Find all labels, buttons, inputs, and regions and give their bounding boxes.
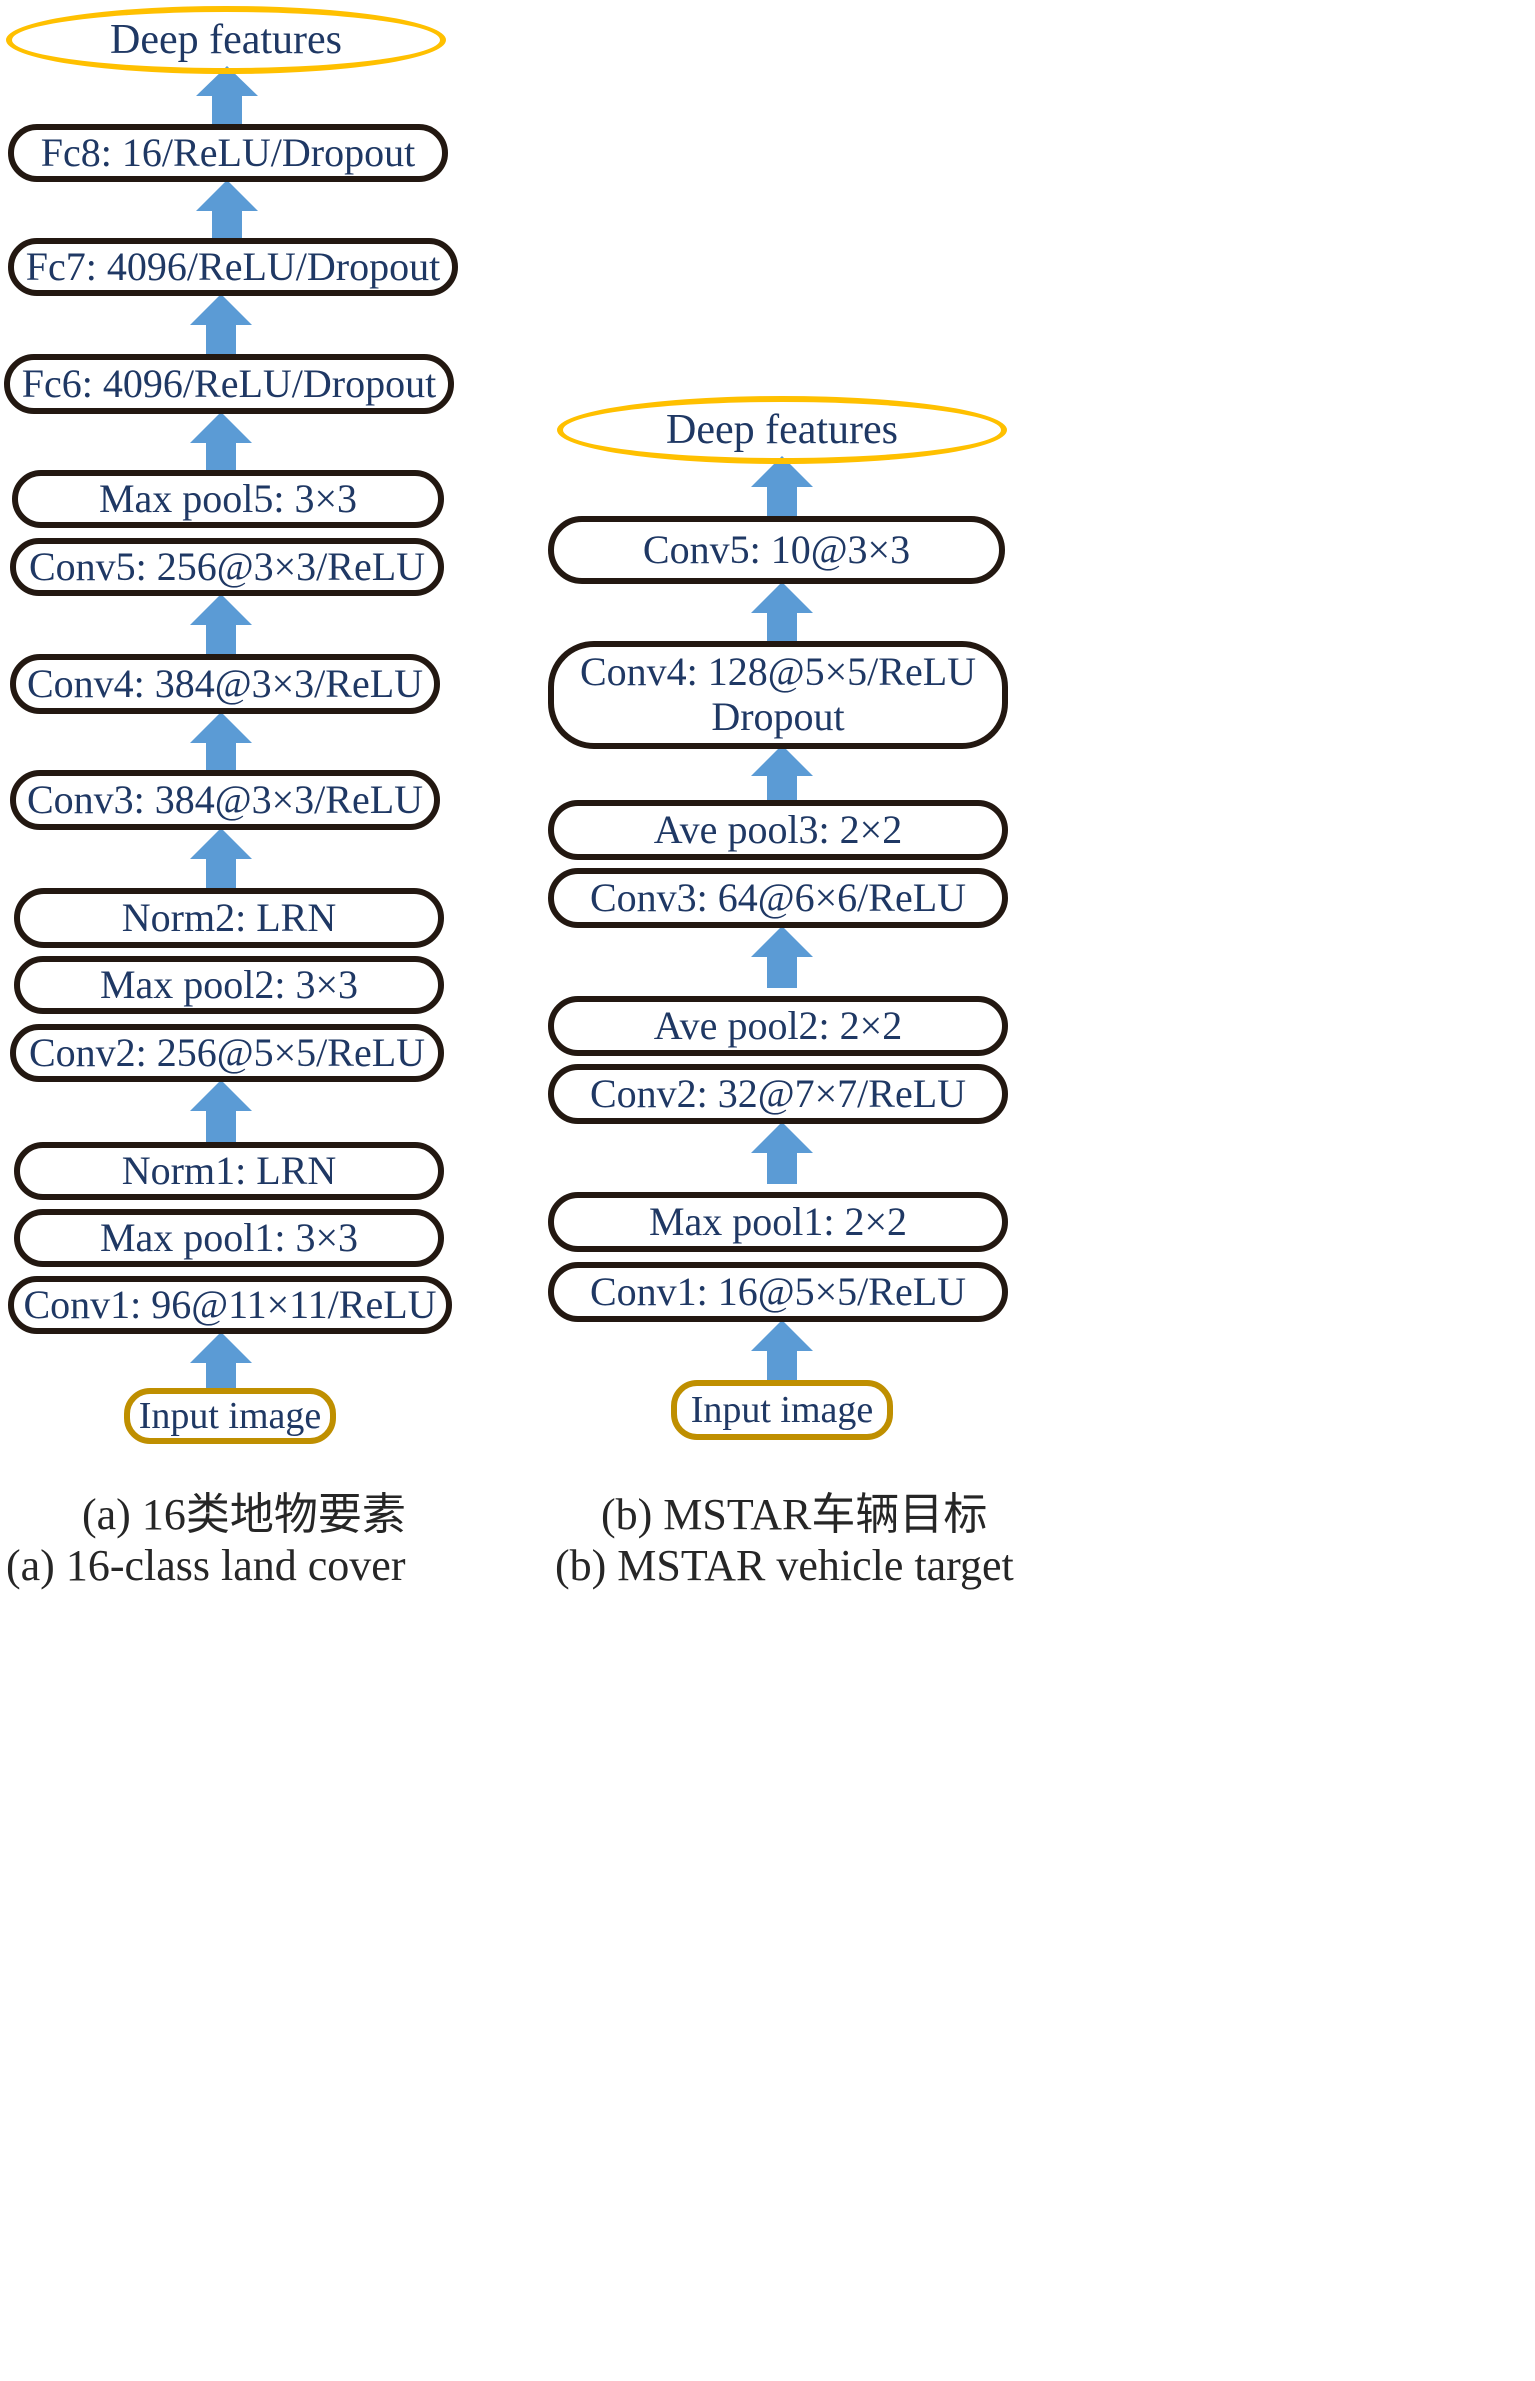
- layer-box-a-norm2: Norm2: LRN: [14, 888, 444, 948]
- layer-box-b-conv2: Conv2: 32@7×7/ReLU: [548, 1064, 1008, 1124]
- layer-box-a-conv3: Conv3: 384@3×3/ReLU: [10, 770, 440, 830]
- caption-a-cn: (a) 16类地物要素: [82, 1478, 406, 1542]
- layer-box-b-maxpool1: Max pool1: 2×2: [548, 1192, 1008, 1252]
- layer-label-a-fc6: Fc6: 4096/ReLU/Dropout: [21, 360, 437, 406]
- layer-box-a-fc7: Fc7: 4096/ReLU/Dropout: [8, 238, 458, 296]
- layer-label-b-conv5: Conv5: 10@3×3: [642, 526, 911, 572]
- flow-arrow-a-5: [190, 412, 252, 474]
- layer-label-a-maxpool1: Max pool1: 3×3: [99, 1214, 359, 1260]
- flow-arrow-b-2: [751, 926, 813, 988]
- caption-b-cn-text: (b) MSTAR车辆目标: [601, 1490, 988, 1539]
- caption-b-en: (b) MSTAR vehicle target: [555, 1540, 1014, 1591]
- layer-box-b-conv3: Conv3: 64@6×6/ReLU: [548, 868, 1008, 928]
- layer-label-a-conv1: Conv1: 96@11×11/ReLU: [23, 1281, 437, 1327]
- layer-label-a-norm2: Norm2: LRN: [121, 894, 337, 940]
- flow-arrow-b-0: [751, 1320, 813, 1382]
- layer-box-a-maxpool1: Max pool1: 3×3: [14, 1209, 444, 1267]
- caption-b-cn: (b) MSTAR车辆目标: [601, 1478, 987, 1542]
- flow-arrow-a-0: [190, 1332, 252, 1394]
- layer-box-b-conv4: Conv4: 128@5×5/ReLU Dropout: [548, 641, 1008, 749]
- caption-a-en-text: (a) 16-class land cover: [6, 1541, 406, 1590]
- layer-box-a-maxpool5: Max pool5: 3×3: [12, 470, 444, 528]
- flow-arrow-b-5: [751, 456, 813, 518]
- caption-a-en: (a) 16-class land cover: [6, 1540, 405, 1591]
- layer-label-b-conv3: Conv3: 64@6×6/ReLU: [589, 874, 967, 920]
- layer-label-b-maxpool1: Max pool1: 2×2: [648, 1198, 908, 1244]
- panel-a: Deep features Fc8: 16/ReLU/Dropout Fc7: …: [0, 0, 700, 2381]
- layer-box-a-conv2: Conv2: 256@5×5/ReLU: [10, 1024, 444, 1082]
- layer-box-b-avepool2: Ave pool2: 2×2: [548, 996, 1008, 1056]
- layer-label-a-conv4: Conv4: 384@3×3/ReLU: [26, 660, 424, 706]
- layer-box-a-norm1: Norm1: LRN: [14, 1142, 444, 1200]
- flow-arrow-b-1: [751, 1122, 813, 1184]
- layer-box-a-fc8: Fc8: 16/ReLU/Dropout: [8, 124, 448, 182]
- flow-arrow-a-1: [190, 1080, 252, 1142]
- layer-label-b-conv1: Conv1: 16@5×5/ReLU: [589, 1268, 967, 1314]
- layer-label-a-conv5: Conv5: 256@3×3/ReLU: [28, 543, 426, 589]
- layer-box-b-avepool3: Ave pool3: 2×2: [548, 800, 1008, 860]
- layer-label-b-conv4: Conv4: 128@5×5/ReLU Dropout: [579, 649, 977, 739]
- input-image-box-b: Input image: [671, 1380, 893, 1440]
- panel-b: Deep features Conv5: 10@3×3 Conv4: 128@5…: [545, 0, 1535, 2381]
- layer-box-a-fc6: Fc6: 4096/ReLU/Dropout: [4, 354, 454, 414]
- layer-label-a-fc7: Fc7: 4096/ReLU/Dropout: [25, 243, 441, 289]
- layer-box-a-maxpool2: Max pool2: 3×3: [14, 956, 444, 1014]
- flow-arrow-a-6: [190, 294, 252, 356]
- layer-label-b-avepool2: Ave pool2: 2×2: [653, 1002, 903, 1048]
- layer-box-a-conv5: Conv5: 256@3×3/ReLU: [10, 538, 444, 596]
- input-image-label-b: Input image: [690, 1388, 874, 1431]
- layer-box-b-conv5: Conv5: 10@3×3: [548, 516, 1005, 584]
- flow-arrow-b-4: [751, 582, 813, 644]
- layer-label-a-conv2: Conv2: 256@5×5/ReLU: [28, 1029, 426, 1075]
- input-image-box-a: Input image: [124, 1388, 336, 1444]
- flow-arrow-a-3: [190, 712, 252, 774]
- caption-b-en-text: (b) MSTAR vehicle target: [555, 1541, 1014, 1590]
- caption-a-cn-text: (a) 16类地物要素: [82, 1490, 406, 1539]
- deep-features-ellipse-b: Deep features: [557, 396, 1007, 464]
- layer-label-a-maxpool5: Max pool5: 3×3: [98, 475, 358, 521]
- layer-label-b-avepool3: Ave pool3: 2×2: [653, 806, 903, 852]
- layer-label-a-maxpool2: Max pool2: 3×3: [99, 961, 359, 1007]
- flow-arrow-a-4: [190, 594, 252, 656]
- flow-arrow-b-3: [751, 745, 813, 807]
- layer-label-a-conv3: Conv3: 384@3×3/ReLU: [26, 776, 424, 822]
- layer-label-a-fc8: Fc8: 16/ReLU/Dropout: [40, 129, 416, 175]
- flow-arrow-a-8: [196, 66, 258, 126]
- layer-label-b-conv2: Conv2: 32@7×7/ReLU: [589, 1070, 967, 1116]
- layer-box-a-conv1: Conv1: 96@11×11/ReLU: [8, 1276, 452, 1334]
- deep-features-ellipse-a: Deep features: [6, 6, 446, 74]
- layer-box-b-conv1: Conv1: 16@5×5/ReLU: [548, 1262, 1008, 1322]
- deep-features-label-a: Deep features: [109, 17, 343, 63]
- deep-features-label-b: Deep features: [665, 407, 899, 453]
- layer-box-a-conv4: Conv4: 384@3×3/ReLU: [10, 654, 440, 714]
- layer-label-a-norm1: Norm1: LRN: [121, 1147, 337, 1193]
- flow-arrow-a-2: [190, 828, 252, 890]
- flow-arrow-a-7: [196, 180, 258, 242]
- input-image-label-a: Input image: [138, 1394, 322, 1437]
